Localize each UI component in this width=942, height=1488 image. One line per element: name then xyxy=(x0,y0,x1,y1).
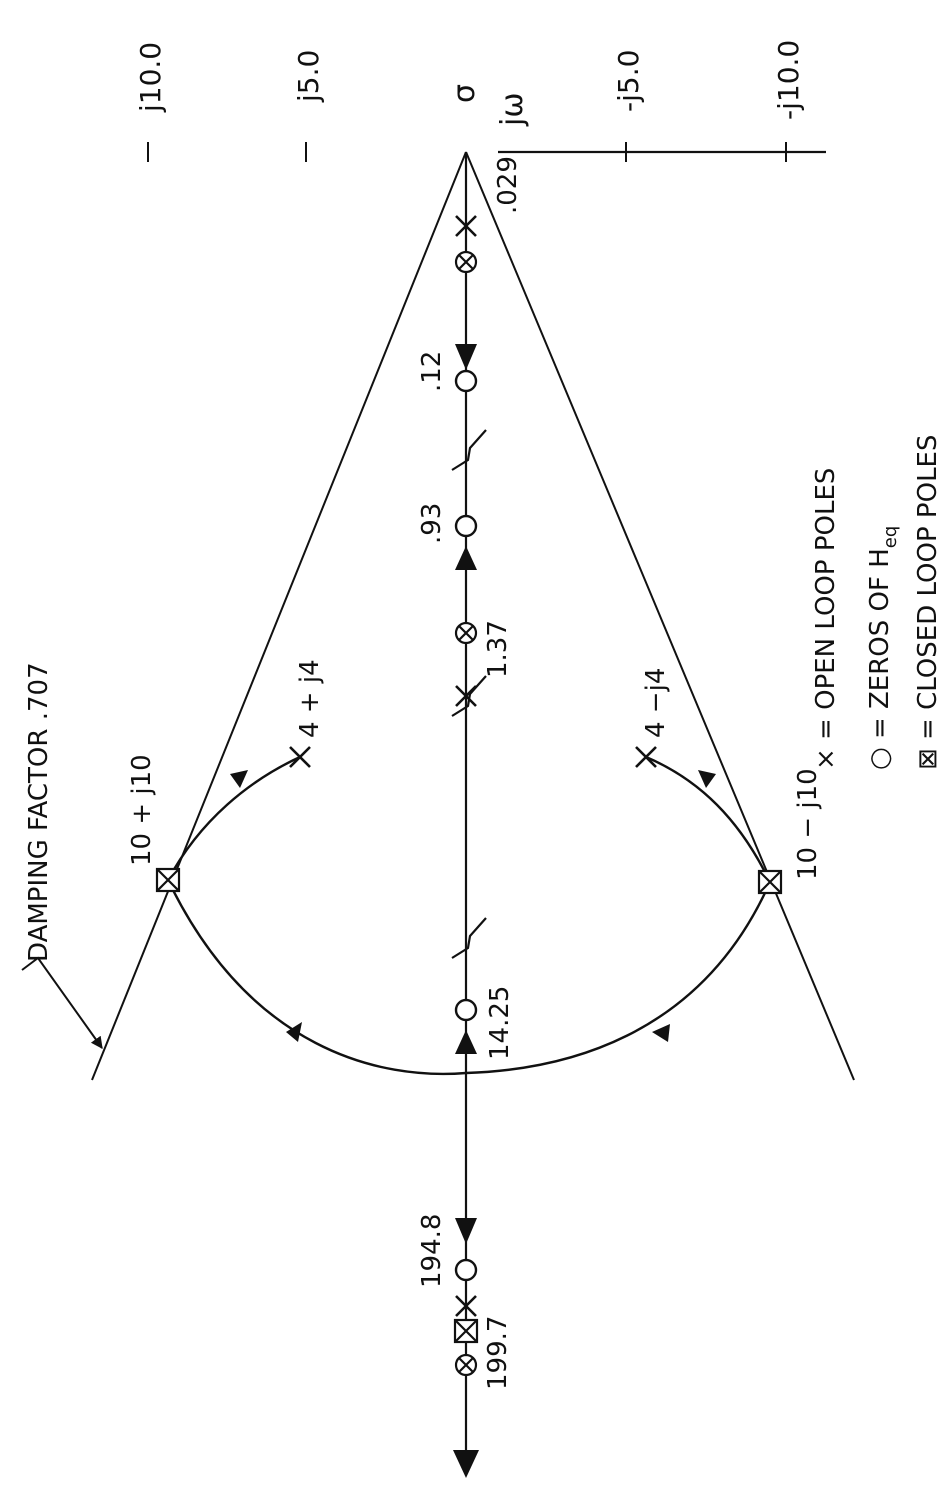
cl-pole-near-029 xyxy=(454,250,478,274)
label-zero-1948: 194.8 xyxy=(417,1214,447,1288)
label-zero-093: .93 xyxy=(417,503,447,544)
label-zero-1425: 14.25 xyxy=(485,986,515,1060)
cl-pole-10-minus-j10 xyxy=(757,869,783,895)
pole-4-minus-j4 xyxy=(635,746,657,768)
real-axis-label: σ xyxy=(447,84,482,103)
legend-zeros-subscript: eq xyxy=(880,526,901,549)
cl-pole-10-plus-j10 xyxy=(155,867,181,893)
legend: × = OPEN LOOP POLES ○ = ZEROS OF Heq ⊠ =… xyxy=(811,435,942,771)
tick-label-neg-j10: -j10.0 xyxy=(772,40,805,120)
damping-leader xyxy=(21,956,103,1049)
closed-loop-real xyxy=(454,250,478,1377)
closed-loop-boxed xyxy=(155,867,783,1344)
pole-137 xyxy=(455,685,477,707)
locus-circle-branch xyxy=(166,879,772,1076)
legend-open-loop: × = OPEN LOOP POLES xyxy=(811,468,841,770)
label-cl-10-minus-j10: 10 − j10 xyxy=(793,768,823,880)
damping-line-upper xyxy=(91,151,467,1081)
pole-4-plus-j4 xyxy=(289,746,311,768)
locus-arrowheads xyxy=(230,770,716,1042)
damping-factor-label: DAMPING FACTOR .707 xyxy=(24,662,54,962)
pole-1997 xyxy=(455,1295,477,1317)
imag-axis-label: jω xyxy=(495,93,530,127)
label-zero-012: .12 xyxy=(417,351,447,392)
locus-branch-lower xyxy=(645,755,772,883)
zero-093 xyxy=(454,514,478,538)
damping-line-lower xyxy=(465,151,855,1081)
pole-029 xyxy=(455,215,477,237)
legend-zeros: ○ = ZEROS OF Heq xyxy=(865,526,901,770)
zero-1425 xyxy=(454,998,478,1022)
open-loop-poles xyxy=(289,215,657,1317)
label-pole-1997: 199.7 xyxy=(483,1316,513,1390)
legend-closed-loop: ⊠ = CLOSED LOOP POLES xyxy=(913,435,942,771)
zero-1948 xyxy=(454,1258,478,1282)
tick-label-neg-j5: -j5.0 xyxy=(612,50,645,112)
tick-label-j10: j10.0 xyxy=(134,42,167,113)
cl-pole-real-boxed xyxy=(453,1318,479,1344)
label-origin-029: .029 xyxy=(493,156,523,214)
zero-012 xyxy=(454,369,478,393)
zeros xyxy=(454,369,478,1282)
label-cl-10-plus-j10: 10 + j10 xyxy=(127,754,157,866)
label-pole-4-plus-j4: 4 + j4 xyxy=(295,659,325,738)
label-pole-4-minus-j4: 4 −j4 xyxy=(641,668,671,738)
axis-break-marks xyxy=(451,429,487,959)
axis-ticks xyxy=(147,142,787,162)
locus-branch-upper xyxy=(166,755,301,881)
cl-pole-near-137 xyxy=(454,621,478,645)
cl-pole-far xyxy=(454,1353,478,1377)
label-pole-137: 1.37 xyxy=(483,620,513,678)
real-axis-arrows xyxy=(453,344,479,1478)
tick-label-j5: j5.0 xyxy=(292,50,325,103)
